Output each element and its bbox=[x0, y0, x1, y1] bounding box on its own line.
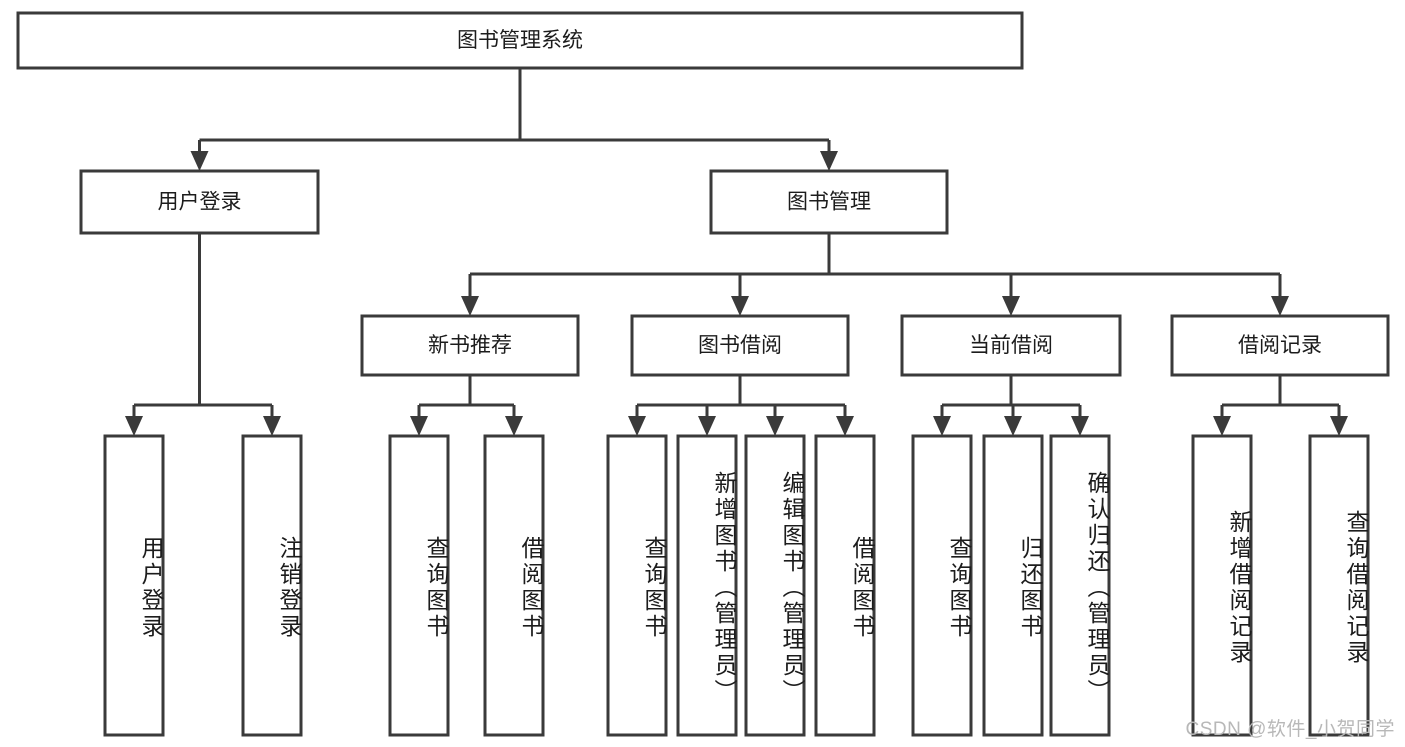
leaf-leaf-add-book[interactable] bbox=[676, 434, 738, 737]
arrow-icon-book-manage-2 bbox=[1002, 296, 1020, 316]
arrow-icon-new-book-rec-1 bbox=[505, 416, 523, 436]
arrow-icon-root-1 bbox=[820, 151, 838, 171]
node-box-layer bbox=[16, 11, 1390, 737]
leaf-leaf-query-record[interactable] bbox=[1308, 434, 1370, 737]
node-borrow-record[interactable] bbox=[1170, 314, 1390, 377]
leaf-leaf-edit-book[interactable] bbox=[744, 434, 806, 737]
leaf-leaf-query-book-2[interactable] bbox=[606, 434, 668, 737]
arrow-icon-borrow-record-1 bbox=[1330, 416, 1348, 436]
leaf-leaf-query-book-1[interactable] bbox=[388, 434, 450, 737]
node-label-book-borrow: 图书借阅 bbox=[698, 334, 782, 357]
arrow-icon-book-borrow-2 bbox=[766, 416, 784, 436]
node-root[interactable] bbox=[16, 11, 1024, 70]
arrow-icon-current-borrow-2 bbox=[1071, 416, 1089, 436]
arrow-icon-borrow-record-0 bbox=[1213, 416, 1231, 436]
arrow-icon-current-borrow-1 bbox=[1004, 416, 1022, 436]
arrow-icon-book-manage-3 bbox=[1271, 296, 1289, 316]
arrow-icon-root-0 bbox=[190, 151, 209, 171]
arrow-icon-book-borrow-1 bbox=[698, 416, 716, 436]
node-new-book-rec[interactable] bbox=[360, 314, 580, 377]
arrow-icon-book-borrow-0 bbox=[628, 416, 646, 436]
arrow-icon-book-manage-0 bbox=[461, 296, 479, 316]
leaf-leaf-borrow-book-2[interactable] bbox=[814, 434, 876, 737]
leaf-leaf-user-login[interactable] bbox=[103, 434, 165, 737]
node-label-book-manage: 图书管理 bbox=[787, 191, 871, 214]
node-user-login[interactable] bbox=[79, 169, 320, 235]
arrow-icon-current-borrow-0 bbox=[933, 416, 951, 436]
node-label-borrow-record: 借阅记录 bbox=[1238, 334, 1322, 357]
node-label-current-borrow: 当前借阅 bbox=[969, 334, 1053, 357]
arrow-icon-user-login-1 bbox=[263, 416, 281, 436]
leaf-leaf-query-book-3[interactable] bbox=[911, 434, 973, 737]
node-label-root: 图书管理系统 bbox=[457, 29, 583, 52]
watermark-text: CSDN @软件_小贺同学 bbox=[1185, 719, 1395, 740]
leaf-leaf-borrow-book-1[interactable] bbox=[483, 434, 545, 737]
arrow-icon-user-login-0 bbox=[125, 416, 143, 436]
leaf-leaf-user-logout[interactable] bbox=[241, 434, 303, 737]
node-book-borrow[interactable] bbox=[630, 314, 850, 377]
arrow-icon-book-borrow-3 bbox=[836, 416, 854, 436]
connector-layer bbox=[125, 68, 1348, 436]
node-current-borrow[interactable] bbox=[900, 314, 1122, 377]
leaf-leaf-confirm-return[interactable] bbox=[1049, 434, 1111, 737]
node-book-manage[interactable] bbox=[709, 169, 949, 235]
node-label-user-login: 用户登录 bbox=[158, 191, 242, 214]
node-label-new-book-rec: 新书推荐 bbox=[428, 334, 512, 357]
arrow-icon-book-manage-1 bbox=[731, 296, 749, 316]
leaf-leaf-return-book[interactable] bbox=[982, 434, 1044, 737]
arrow-icon-new-book-rec-0 bbox=[410, 416, 428, 436]
leaf-leaf-add-record[interactable] bbox=[1191, 434, 1253, 737]
